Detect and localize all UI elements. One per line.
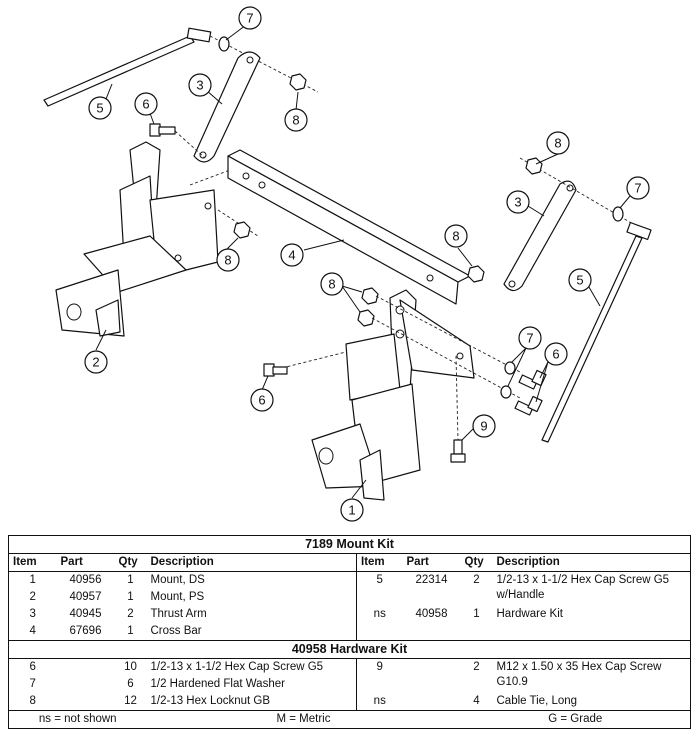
callout-3: 3 bbox=[506, 190, 530, 214]
callout-8: 8 bbox=[444, 224, 468, 248]
svg-text:3: 3 bbox=[514, 195, 521, 210]
col-description: Description bbox=[492, 553, 691, 572]
callout-8: 8 bbox=[546, 131, 570, 155]
footnote-grade: G = Grade bbox=[460, 710, 691, 729]
mount-kit-title: 7189 Mount Kit bbox=[8, 535, 691, 554]
col-part: Part bbox=[402, 553, 461, 572]
svg-text:7: 7 bbox=[526, 331, 533, 346]
part-8-locknut bbox=[525, 157, 543, 175]
svg-text:8: 8 bbox=[292, 113, 299, 128]
callout-5: 5 bbox=[568, 268, 592, 292]
part-8-locknut bbox=[233, 221, 251, 239]
callout-7: 7 bbox=[518, 326, 542, 350]
part-8-locknut bbox=[357, 309, 375, 327]
part-8-locknut bbox=[467, 265, 485, 283]
svg-text:3: 3 bbox=[196, 78, 203, 93]
callout-3: 3 bbox=[188, 73, 212, 97]
part-3-thrust-arm-right bbox=[503, 180, 577, 292]
part-6-bolts-right bbox=[514, 369, 547, 416]
svg-text:7: 7 bbox=[634, 181, 641, 196]
col-item: Item bbox=[356, 553, 403, 572]
svg-text:8: 8 bbox=[554, 136, 561, 151]
callout-8: 8 bbox=[216, 248, 240, 272]
footnote-ns: ns = not shown bbox=[8, 710, 147, 729]
callout-4: 4 bbox=[280, 243, 304, 267]
parts-list-table: 7189 Mount Kit Item Part Qty Description… bbox=[8, 535, 691, 729]
svg-text:5: 5 bbox=[96, 101, 103, 116]
svg-text:4: 4 bbox=[288, 248, 295, 263]
part-5-handle-rod-left bbox=[43, 27, 212, 107]
svg-text:6: 6 bbox=[552, 347, 559, 362]
callout-6: 6 bbox=[134, 92, 158, 116]
callout-8: 8 bbox=[320, 272, 344, 296]
part-6-bolt-lower bbox=[263, 363, 288, 377]
col-part: Part bbox=[56, 553, 115, 572]
part-1-mount-ds bbox=[311, 289, 475, 501]
col-description: Description bbox=[146, 553, 357, 572]
footnote-metric: M = Metric bbox=[146, 710, 461, 729]
hardware-kit-title: 40958 Hardware Kit bbox=[8, 640, 691, 659]
svg-text:7: 7 bbox=[246, 11, 253, 26]
callout-7: 7 bbox=[238, 6, 262, 30]
part-9-metric-bolt bbox=[450, 439, 466, 463]
callout-2: 2 bbox=[84, 350, 108, 374]
col-item: Item bbox=[8, 553, 57, 572]
svg-text:2: 2 bbox=[92, 355, 99, 370]
svg-text:6: 6 bbox=[258, 393, 265, 408]
part-7-washer bbox=[504, 361, 516, 375]
part-3-thrust-arm-left bbox=[193, 51, 261, 163]
svg-text:8: 8 bbox=[452, 229, 459, 244]
part-2-mount-ps bbox=[55, 141, 219, 337]
svg-text:1: 1 bbox=[348, 503, 355, 518]
svg-text:8: 8 bbox=[328, 277, 335, 292]
part-6-bolt-left bbox=[149, 123, 176, 137]
svg-text:6: 6 bbox=[142, 97, 149, 112]
svg-text:5: 5 bbox=[576, 273, 583, 288]
part-7-washer bbox=[500, 385, 512, 399]
callout-8: 8 bbox=[284, 108, 308, 132]
callout-7: 7 bbox=[626, 176, 650, 200]
part-8-locknut bbox=[289, 73, 307, 91]
col-qty: Qty bbox=[460, 553, 493, 572]
exploded-assembly-diagram: 7 5 6 3 8 8 4 2 8 8 8 3 7 5 7 6 6 9 1 bbox=[43, 6, 652, 522]
part-7-washer bbox=[612, 206, 624, 222]
part-7-washer bbox=[218, 36, 230, 52]
part-5-handle-rod-right bbox=[541, 221, 652, 443]
part-4-cross-bar bbox=[227, 149, 471, 305]
callout-1: 1 bbox=[340, 498, 364, 522]
svg-text:8: 8 bbox=[224, 253, 231, 268]
callout-6: 6 bbox=[544, 342, 568, 366]
callout-6: 6 bbox=[250, 388, 274, 412]
col-qty: Qty bbox=[114, 553, 147, 572]
callout-5: 5 bbox=[88, 96, 112, 120]
callout-9: 9 bbox=[472, 414, 496, 438]
part-8-locknut bbox=[361, 287, 379, 305]
svg-text:9: 9 bbox=[480, 419, 487, 434]
